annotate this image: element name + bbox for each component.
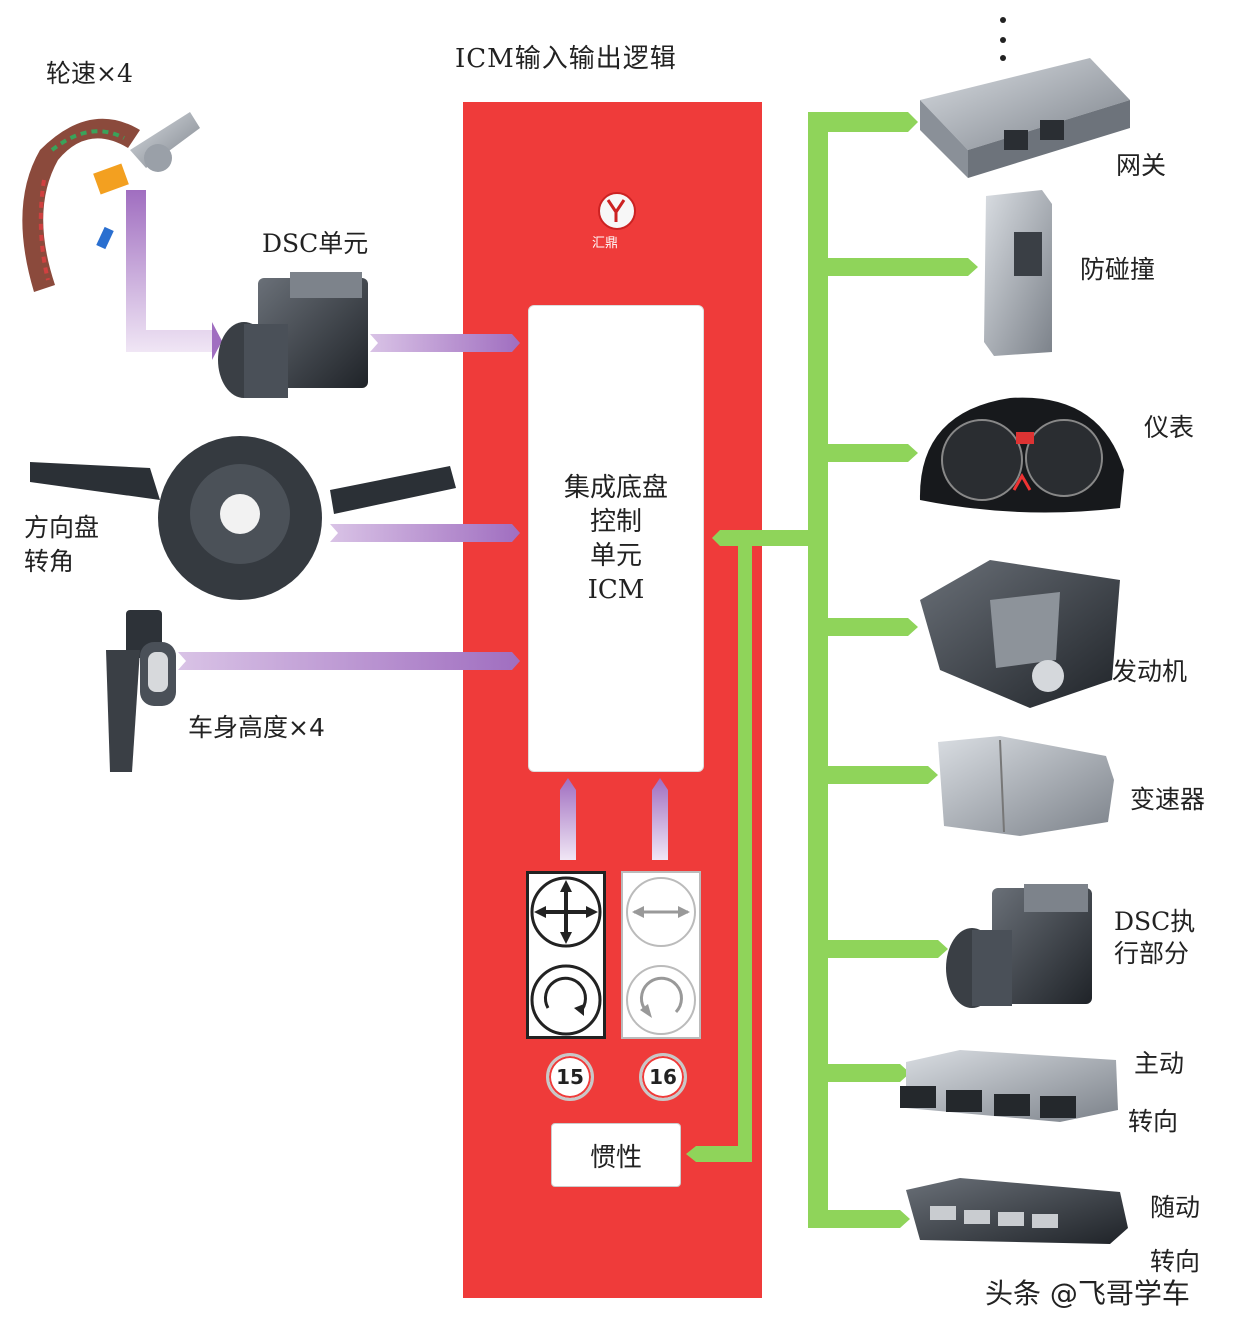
steering-input-arrow: [330, 524, 520, 542]
logo-text: 汇鼎: [592, 236, 619, 251]
height-sensor-illustration: [106, 610, 176, 772]
logo-mark: [606, 199, 626, 222]
gateway-module-illustration: [920, 17, 1130, 178]
badge-16: 16: [639, 1053, 687, 1101]
label-dsc-actuator-line2: 行部分: [1114, 939, 1190, 968]
label-anti-collision: 防碰撞: [1080, 255, 1156, 284]
active-steering-module-illustration: [900, 1050, 1118, 1122]
icm-output-arrow: [712, 530, 808, 546]
wheel-speed-sensor-illustration: [22, 112, 200, 292]
label-steering-line1: 方向盘: [24, 513, 100, 542]
icm-label-line3: 单元: [589, 540, 642, 571]
label-follow-steering-line2: 转向: [1150, 1247, 1201, 1276]
wheel-speed-arrow: [126, 190, 212, 352]
sensor16-icons: [626, 877, 696, 1035]
wheel-speed-arrow-head: [212, 322, 222, 360]
icm-unit-box: 集成底盘 控制 单元 ICM: [528, 305, 704, 772]
label-engine: 发动机: [1112, 657, 1188, 686]
icm-label-line1: 集成底盘: [563, 472, 668, 503]
inertia-box: 惯性: [551, 1123, 681, 1187]
dsc-unit-illustration: [218, 272, 368, 398]
label-steering-line2: 转角: [24, 547, 75, 576]
anti-collision-module-illustration: [984, 190, 1052, 356]
output-lines: [686, 112, 978, 1228]
dsc-input-arrow: [370, 334, 520, 352]
watermark: 头条 @飞哥学车: [985, 1277, 1190, 1310]
label-dsc-actuator-line1: DSC执: [1114, 907, 1196, 936]
sensor16-arrow: [652, 778, 668, 860]
brand-logo-icon: [598, 192, 636, 230]
input-arrows: [126, 190, 668, 860]
engine-illustration: [920, 560, 1120, 708]
label-instrument: 仪表: [1144, 413, 1195, 442]
diagram-title: ICM输入输出逻辑: [455, 44, 677, 74]
label-gateway: 网关: [1116, 151, 1167, 180]
sensor15-arrow: [560, 778, 576, 860]
label-active-steering-line1: 主动: [1134, 1049, 1185, 1078]
label-transmission: 变速器: [1130, 785, 1206, 814]
label-body-height: 车身高度×4: [188, 713, 325, 742]
steering-angle-sensor-illustration: [30, 436, 456, 600]
dsc-actuator-illustration: [946, 884, 1092, 1008]
icm-label-line4: ICM: [587, 574, 645, 605]
label-follow-steering-line1: 随动: [1150, 1193, 1201, 1222]
sensor15-icons: [530, 876, 602, 1036]
instrument-cluster-illustration: [919, 397, 1124, 513]
transmission-illustration: [938, 736, 1114, 836]
badge-15: 15: [546, 1053, 594, 1101]
height-input-arrow: [178, 652, 520, 670]
follow-steering-module-illustration: [906, 1178, 1128, 1244]
label-active-steering-line2: 转向: [1128, 1107, 1179, 1136]
icm-label-line2: 控制: [589, 506, 642, 537]
inertia-arrow: [686, 1146, 752, 1162]
label-dsc-unit: DSC单元: [262, 229, 369, 258]
label-wheel-speed: 轮速×4: [46, 59, 133, 88]
